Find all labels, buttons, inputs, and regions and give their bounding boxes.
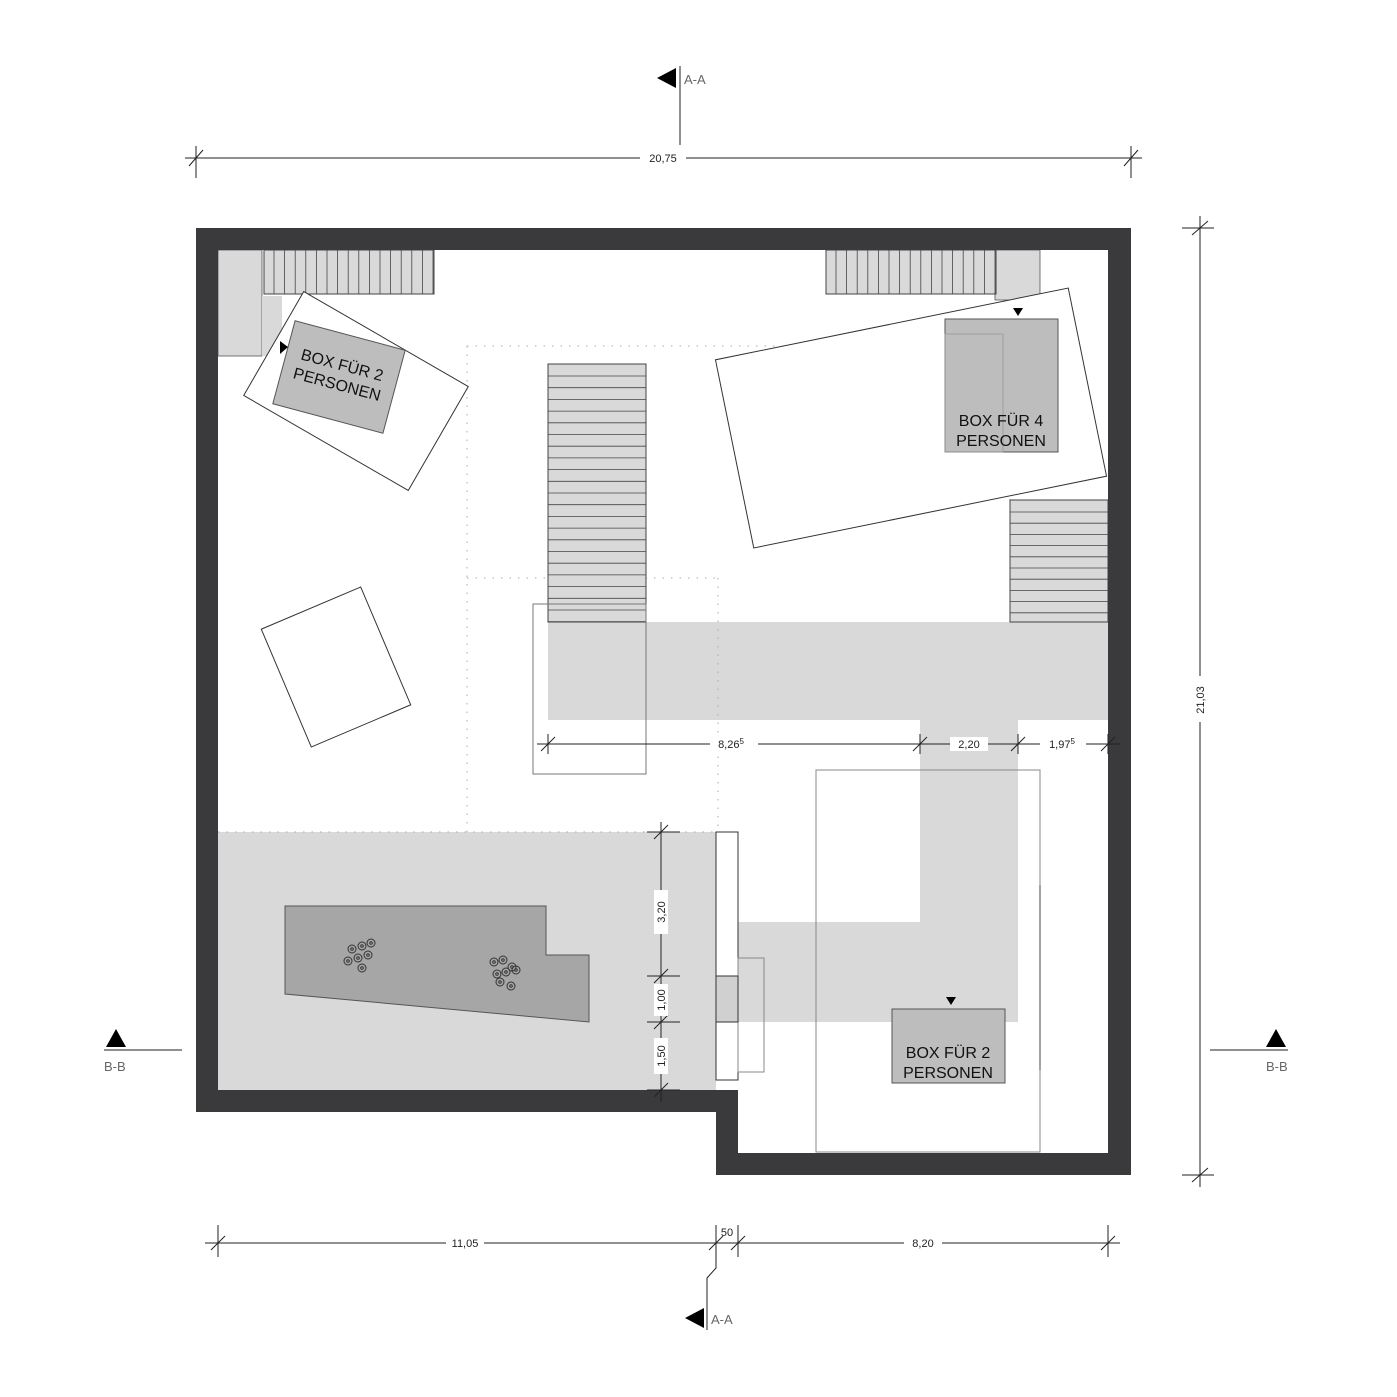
dim-bottom-left: 11,05 — [452, 1238, 479, 1250]
seat-icon-center — [504, 970, 508, 974]
box-top-right — [944, 318, 1059, 453]
stair-landing-right — [994, 249, 1041, 301]
seat-icon — [501, 967, 511, 977]
label-bg — [1040, 737, 1086, 751]
stairs-top-right — [825, 249, 997, 295]
seat-icon — [498, 955, 508, 965]
seat-icon — [489, 957, 499, 967]
box-top-right-line1: BOX FÜR 4 — [959, 412, 1044, 430]
section-label-bb-right: B-B — [1266, 1059, 1288, 1074]
outline-under-stairs — [532, 603, 647, 775]
box-bottom-right-line1: BOX FÜR 2 — [906, 1044, 991, 1062]
label-bg — [1192, 676, 1208, 722]
seat-icon-center — [356, 956, 360, 960]
stairs-center — [547, 363, 647, 623]
seat-icon — [506, 981, 516, 991]
section-label-bb-left: B-B — [104, 1059, 126, 1074]
seat-icon — [363, 950, 373, 960]
section-arrow-icon — [657, 68, 676, 88]
section-marker-bb-left: B-B — [104, 1029, 182, 1074]
seat-icon-center — [346, 959, 350, 963]
dim-overall-width: 20,75 — [649, 153, 677, 165]
door-panel-tall — [715, 831, 739, 1081]
seat-icon — [347, 944, 357, 954]
dim-vert-a: 3,20 — [656, 901, 668, 922]
seat-icon-center — [509, 984, 513, 988]
seat-cluster-left — [343, 938, 376, 973]
section-label-aa-top: A-A — [684, 72, 706, 87]
section-marker-aa-top: A-A — [657, 66, 706, 145]
stairs-top-left — [263, 249, 435, 295]
seat-icon-center — [501, 958, 505, 962]
section-marker-aa-bottom: A-A — [685, 1257, 733, 1330]
label-bg — [446, 1236, 484, 1250]
dim-bottom-mid: 50 — [721, 1227, 733, 1239]
entry-arrow-icon — [280, 341, 288, 354]
dim-inner-b: 2,20 — [958, 739, 979, 751]
box-bottom-right-line2: PERSONEN — [903, 1065, 993, 1082]
section-arrow-icon-3 — [106, 1029, 126, 1047]
dim-vert-b: 1,00 — [656, 989, 668, 1010]
seat-icon-center — [498, 980, 502, 984]
label-bg — [654, 1038, 668, 1074]
label-bg — [710, 737, 758, 751]
stairs-right — [1009, 499, 1109, 623]
stair-landing-left — [217, 249, 263, 357]
box-top-right-inner — [944, 333, 1004, 453]
section-arrow-icon-2 — [685, 1308, 704, 1328]
corridor-lower — [738, 922, 1018, 1022]
seat-icon — [495, 977, 505, 987]
seat-icon-center — [495, 972, 499, 976]
label-bg — [950, 737, 988, 751]
seat-icon-center — [360, 944, 364, 948]
label-bg — [654, 890, 668, 934]
seat-icon-center — [369, 941, 373, 945]
wall-window-right — [1108, 320, 1131, 500]
dim-inner-a: 8,265 — [718, 737, 744, 751]
section-arrow-icon-4 — [1266, 1029, 1286, 1047]
dim-inner-c: 1,975 — [1049, 737, 1075, 751]
stage-table — [284, 905, 590, 1023]
platform-left — [260, 586, 412, 748]
box-top-left: BOX FÜR 2 PERSONEN — [272, 320, 406, 434]
label-bg — [654, 984, 668, 1016]
seat-icon — [357, 963, 367, 973]
section-label-aa-bottom: A-A — [711, 1312, 733, 1327]
entry-arrow-icon-3 — [946, 997, 956, 1005]
box-bottom-right — [891, 1008, 1006, 1084]
seat-icon-center — [492, 960, 496, 964]
seat-icon — [343, 956, 353, 966]
box-top-right-line2: PERSONEN — [956, 433, 1046, 450]
seat-icon — [353, 953, 363, 963]
seat-icon — [366, 938, 376, 948]
dim-overall-height: 21,03 — [1195, 686, 1207, 714]
entry-arrow-icon-2 — [1013, 308, 1023, 316]
dim-vert-c: 1,50 — [656, 1045, 668, 1066]
seat-icon — [357, 941, 367, 951]
seat-icon-center — [514, 968, 518, 972]
door-panel-shade — [715, 975, 739, 1023]
seat-icon-center — [350, 947, 354, 951]
label-bg — [904, 1236, 942, 1250]
seat-icon — [511, 965, 521, 975]
seat-icon-center — [366, 953, 370, 957]
section-marker-bb-right: B-B — [1210, 1029, 1288, 1074]
corridor-horizontal — [548, 622, 1108, 720]
seat-icon — [492, 969, 502, 979]
seat-cluster-right — [489, 955, 521, 991]
seat-icon-center — [360, 966, 364, 970]
dim-bottom-right: 8,20 — [912, 1238, 933, 1250]
label-bg — [640, 151, 686, 165]
